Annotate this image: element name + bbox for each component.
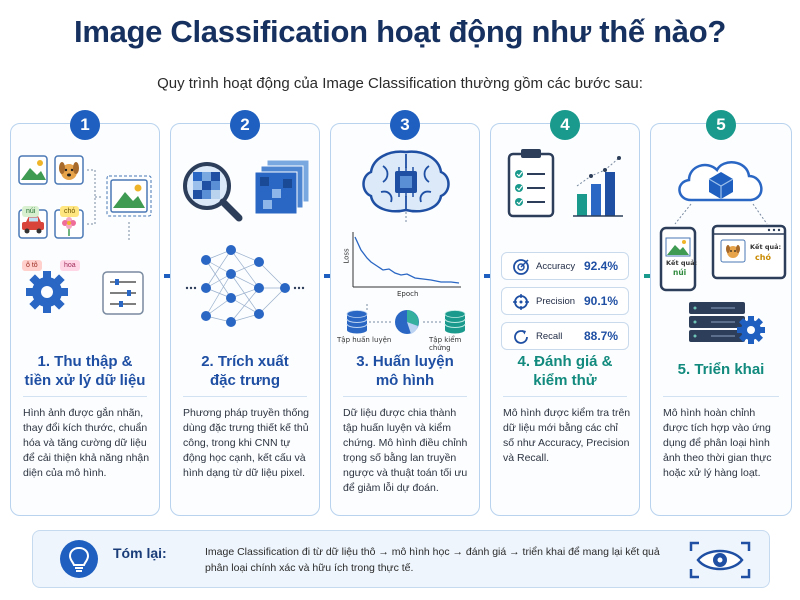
train-set-label: Tập huấn luyện <box>337 336 392 344</box>
feature-maps-icon <box>254 159 310 215</box>
metric-accuracy: Accuracy 92.4% <box>501 252 629 280</box>
step-desc-3: Dữ liệu được chia thành tập huấn luyện v… <box>343 407 468 494</box>
step-badge-1: 1 <box>70 110 100 140</box>
target-icon <box>513 259 529 275</box>
step-card-3: 3 <box>330 110 480 516</box>
desktop-result-prefix: Kết quả: <box>750 243 782 251</box>
clipboard-check-icon <box>507 149 555 218</box>
crosshair-icon <box>513 294 529 310</box>
step-2-visual <box>171 142 319 347</box>
step-badge-4: 4 <box>550 110 580 140</box>
phone-result-prefix: Kết quả: <box>666 259 698 267</box>
database-icon <box>346 310 368 334</box>
divider <box>183 396 307 397</box>
neural-network-icon <box>185 245 305 327</box>
label-flower: hoa <box>60 260 80 271</box>
label-car: ô tô <box>22 260 42 271</box>
divider <box>663 396 779 397</box>
cloud-icon <box>678 161 763 202</box>
step-3-visual: Loss Epoch Tập huấn luyện Tập kiểm chứng <box>331 142 479 352</box>
step-title-1: 1. Thu thập &tiền xử lý dữ liệu <box>24 353 146 389</box>
lightbulb-icon <box>60 540 98 578</box>
step-card-2: 2 <box>170 110 320 516</box>
loss-chart-icon <box>352 232 461 288</box>
gear-icon <box>737 316 765 344</box>
bar-chart-icon <box>573 156 623 217</box>
chart-y-label: Loss <box>342 248 351 264</box>
step-title-4: 4. Đánh giá &kiểm thử <box>517 353 613 389</box>
steps-container: 1 <box>10 110 792 516</box>
label-mountain: núi <box>22 206 40 217</box>
pie-chart-icon <box>395 310 419 334</box>
image-icon <box>18 155 48 185</box>
step-4-visual: Accuracy 92.4% Precision 90.1% Recall 88… <box>491 142 639 350</box>
summary-box: Tóm lại: Image Classification đi từ dữ l… <box>32 530 770 588</box>
step-desc-5: Mô hình hoàn chỉnh được tích hợp vào ứng… <box>663 407 772 479</box>
refresh-icon <box>514 330 528 344</box>
sliders-icon <box>102 271 144 315</box>
desktop-result-value: chó <box>755 253 771 262</box>
step-card-5: 5 <box>650 110 792 516</box>
step-desc-2: Phương pháp truyền thống dùng đặc trưng … <box>183 407 310 479</box>
step-desc-4: Mô hình được kiểm tra trên dữ liệu mới b… <box>503 407 631 464</box>
step-1-visual: núi chó ô tô hoa <box>11 142 159 347</box>
step-5-visual: Kết quả: núi Kết quả: chó <box>651 142 791 347</box>
image-icon <box>106 175 152 217</box>
magnifier-icon <box>183 162 243 222</box>
step-badge-5: 5 <box>706 110 736 140</box>
step-badge-2: 2 <box>230 110 260 140</box>
step-card-1: 1 <box>10 110 160 516</box>
step-title-5: 5. Triển khai <box>677 361 765 378</box>
divider <box>343 396 467 397</box>
metric-precision: Precision 90.1% <box>501 287 629 315</box>
page-subtitle: Quy trình hoạt động của Image Classifica… <box>157 75 643 92</box>
phone-icon <box>659 226 697 292</box>
summary-label: Tóm lại: <box>113 545 167 561</box>
step-card-4: 4 <box>490 110 640 516</box>
divider <box>23 396 147 397</box>
summary-text: Image Classification đi từ dữ liệu thô →… <box>205 546 660 574</box>
page-title: Image Classification hoạt động như thế n… <box>74 14 726 49</box>
dog-icon <box>54 155 84 185</box>
step-desc-1: Hình ảnh được gắn nhãn, thay đổi kích th… <box>23 407 150 479</box>
chart-x-label: Epoch <box>397 290 419 298</box>
gear-icon <box>26 271 68 313</box>
phone-result-value: núi <box>673 268 687 277</box>
divider <box>503 396 627 397</box>
step-badge-3: 3 <box>390 110 420 140</box>
server-icon <box>689 302 745 342</box>
metric-recall: Recall 88.7% <box>501 322 629 350</box>
val-set-label: Tập kiểm chứng <box>429 336 462 352</box>
brain-chip-icon <box>362 150 450 222</box>
eye-icon <box>689 541 751 579</box>
label-dog: chó <box>60 206 80 217</box>
desktop-icon <box>711 224 787 280</box>
database-icon <box>444 310 466 334</box>
